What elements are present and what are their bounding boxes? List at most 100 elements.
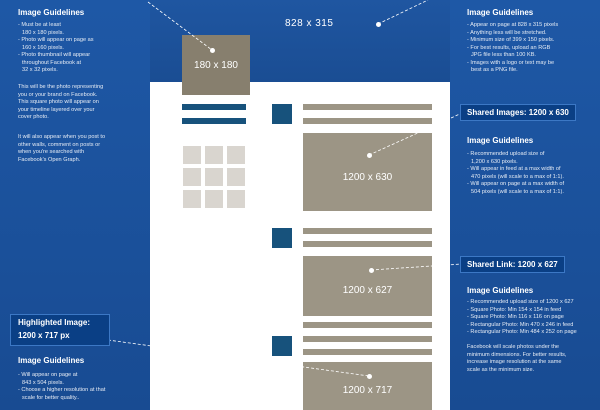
guideline-line: 504 pixels (will scale to a max of 1:1). <box>471 188 564 195</box>
profile-description: This will be the photo representing you … <box>18 84 103 122</box>
highlighted-image-placeholder: 1200 x 717 <box>303 362 432 410</box>
guideline-line: 1,200 x 630 pixels. <box>471 158 518 165</box>
profile-photo-size-label: 180 x 180 <box>194 59 238 71</box>
guideline-line: - Rectangular Photo: Min 484 x 252 on pa… <box>467 329 577 335</box>
highlighted-marker-dot <box>367 374 372 379</box>
description-line: Facebook will scale photos under the <box>467 344 560 350</box>
guideline-line: 32 x 32 pixels. <box>22 67 58 73</box>
guideline-line: - Will appear in feed at a max width of <box>467 166 561 172</box>
highlighted-callout-title: Highlighted Image: <box>18 318 90 327</box>
grid-tile <box>183 146 201 164</box>
shared-images-guidelines-heading: Image Guidelines <box>467 136 534 145</box>
post-avatar <box>272 336 292 356</box>
profile-description-2: It will also appear when you post to oth… <box>18 134 105 164</box>
guideline-line: - Photo thumbnail will appear <box>18 52 91 58</box>
description-line: when you're searched with <box>18 149 85 155</box>
guideline-line: - Minimum size of 399 x 150 pixels. <box>467 37 555 43</box>
guideline-line: - Recommended upload size of 1200 x 627 <box>467 299 574 305</box>
post-avatar <box>272 104 292 124</box>
shared-image-size-label: 1200 x 630 <box>342 171 393 183</box>
shared-images-callout: Shared Images: 1200 x 630 <box>460 104 576 121</box>
cover-marker-dot <box>376 22 381 27</box>
guideline-line: 160 x 160 pixels. <box>22 44 64 51</box>
shared-link-guidelines-list: - Recommended upload size of 1200 x 627 … <box>467 299 577 337</box>
grid-tile <box>227 190 245 208</box>
cover-guidelines-list: - Appear on page at 828 x 315 pixels - A… <box>467 22 558 75</box>
shared-link-guidelines-heading: Image Guidelines <box>467 286 534 295</box>
cover-guidelines-heading: Image Guidelines <box>467 8 534 17</box>
post-text-bar <box>303 228 432 234</box>
shared-images-guidelines-list: - Recommended upload size of 1,200 x 630… <box>467 151 564 196</box>
guideline-line: 470 pixels (will scale to a max of 1:1). <box>471 173 564 180</box>
grid-tile <box>227 168 245 186</box>
post-text-bar <box>303 336 432 342</box>
guideline-line: - Images with a logo or text may be <box>467 59 555 66</box>
guideline-line: - Will appear on page at <box>18 372 78 378</box>
shared-link-marker-dot <box>369 268 374 273</box>
cover-photo-size-label: 828 x 315 <box>285 18 334 29</box>
description-line: you or your brand on Facebook. <box>18 91 98 98</box>
shared-image-placeholder: 1200 x 630 <box>303 133 432 211</box>
shared-link-callout: Shared Link: 1200 x 627 <box>460 256 565 273</box>
description-line: This will be the photo representing <box>18 84 104 90</box>
guideline-line: best as a PNG file. <box>471 67 518 73</box>
post-text-bar <box>303 241 432 247</box>
description-line: scale as the minimum size. <box>467 366 535 373</box>
description-line: It will also appear when you post to <box>18 134 106 140</box>
shared-link-size-label: 1200 x 627 <box>342 284 393 296</box>
shared-link-placeholder: 1200 x 627 <box>303 256 432 316</box>
cover-leader-line <box>377 0 429 25</box>
profile-photo-placeholder: 180 x 180 <box>182 35 250 95</box>
guideline-line: - For best results, upload an RGB <box>467 44 551 51</box>
grid-tile <box>183 168 201 186</box>
guideline-line: - Must be at least <box>18 22 61 28</box>
grid-tile <box>183 190 201 208</box>
description-line: other walls, comment on posts or <box>18 141 101 148</box>
shared-image-leader-line <box>368 112 463 156</box>
name-bar <box>182 104 246 110</box>
guideline-line: 180 x 180 pixels. <box>22 29 64 36</box>
info-bar <box>182 118 246 124</box>
grid-tile <box>205 190 223 208</box>
guideline-line: JPG file less than 100 KB. <box>471 52 536 58</box>
guideline-line: 843 x 504 pixels. <box>22 379 64 386</box>
guideline-line: - Choose a higher resolution at that <box>18 387 106 393</box>
description-line: Facebook's Open Graph. <box>18 156 81 163</box>
description-line: minimum dimensions. For better results, <box>467 351 567 358</box>
right-panel-background <box>450 0 600 410</box>
post-text-bar <box>303 104 432 110</box>
guideline-line: - Rectangular Photo: Min 470 x 246 in fe… <box>467 321 574 328</box>
description-line: your timeline layered over your <box>18 106 95 113</box>
guideline-line: - Will appear on page at a max width of <box>467 181 565 187</box>
grid-tile <box>205 168 223 186</box>
highlighted-image-callout: Highlighted Image: 1200 x 717 px <box>10 314 110 346</box>
post-text-bar <box>303 118 432 124</box>
guideline-line: - Photo will appear on page as <box>18 37 94 43</box>
highlighted-callout-size: 1200 x 717 px <box>18 331 70 340</box>
highlighted-leader-line <box>107 339 370 377</box>
highlighted-image-size-label: 1200 x 717 <box>342 384 393 396</box>
highlighted-guidelines-heading: Image Guidelines <box>18 356 85 365</box>
shared-link-description: Facebook will scale photos under the min… <box>467 344 566 374</box>
guideline-line: - Square Photo: Min 116 x 116 on page <box>467 314 564 320</box>
shared-link-leader-line <box>370 263 463 271</box>
highlighted-guidelines-list: - Will appear on page at 843 x 504 pixel… <box>18 372 105 402</box>
description-line: increase image resolution at the same <box>467 359 562 365</box>
profile-guidelines-list: - Must be at least 180 x 180 pixels. - P… <box>18 22 94 75</box>
guideline-line: - Appear on page at 828 x 315 pixels <box>467 22 559 28</box>
description-line: cover photo. <box>18 114 49 120</box>
grid-tile <box>205 146 223 164</box>
guideline-line: - Anything less will be stretched. <box>467 29 547 36</box>
post-text-bar <box>303 322 432 328</box>
guideline-line: scale for better quality.. <box>22 394 80 401</box>
description-line: This square photo will appear on <box>18 99 99 105</box>
post-text-bar <box>303 349 432 355</box>
profile-leader-line <box>147 1 213 51</box>
profile-guidelines-heading: Image Guidelines <box>18 8 85 17</box>
profile-marker-dot <box>210 48 215 53</box>
guideline-line: throughout Facebook at <box>22 59 82 66</box>
shared-image-marker-dot <box>367 153 372 158</box>
guideline-line: - Square Photo: Min 154 x 154 in feed <box>467 306 562 313</box>
grid-tile <box>227 146 245 164</box>
